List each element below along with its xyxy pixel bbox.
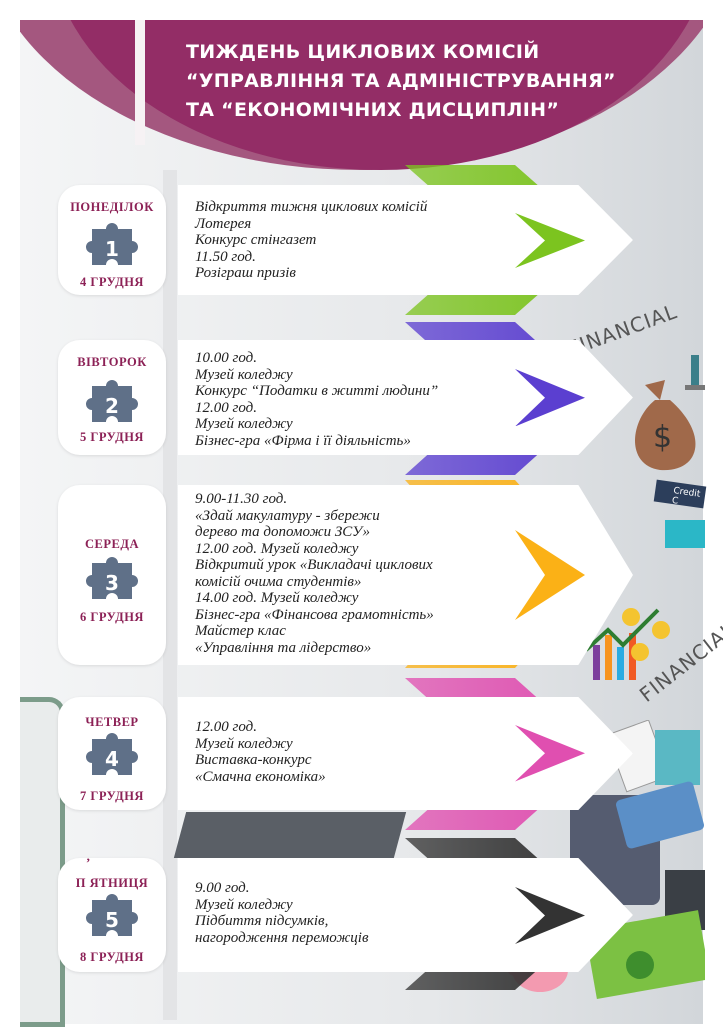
events-text: 9.00-11.30 год. «Здай макулатуру - збере… bbox=[195, 491, 434, 656]
events-text: 10.00 год. Музей коледжу Конкурс “Податк… bbox=[195, 350, 439, 449]
chevron-tip bbox=[515, 530, 585, 620]
puzzle-icon: 5 bbox=[86, 894, 138, 936]
money-bag-icon: $ bbox=[635, 380, 696, 471]
day-name: ПОНЕДІЛОК bbox=[70, 200, 154, 214]
puzzle-icon: 4 bbox=[86, 733, 138, 775]
divider bbox=[163, 170, 177, 1020]
apostrophe: ’ bbox=[86, 855, 91, 870]
page-title: ТИЖДЕНЬ ЦИКЛОВИХ КОМІСІЙ “УПРАВЛІННЯ ТА … bbox=[186, 41, 616, 121]
day-date: 5 ГРУДНЯ bbox=[80, 430, 144, 444]
day-name: СЕРЕДА bbox=[85, 537, 139, 551]
wallet-icon bbox=[665, 520, 705, 548]
svg-text:5: 5 bbox=[105, 908, 119, 932]
events-text: 12.00 год. Музей коледжу Виставка-конкур… bbox=[195, 719, 326, 785]
puzzle-icon: 2 bbox=[86, 380, 138, 422]
phone-illustration bbox=[20, 697, 65, 1027]
day-card: ЧЕТВЕР 4 7 ГРУДНЯ bbox=[58, 697, 166, 810]
day-date: 8 ГРУДНЯ bbox=[80, 950, 144, 964]
day-card: ВІВТОРОК 2 5 ГРУДНЯ bbox=[58, 340, 166, 455]
header-banner bbox=[20, 20, 703, 190]
finance-illustration bbox=[570, 720, 705, 1000]
day-date: 4 ГРУДНЯ bbox=[80, 275, 144, 289]
svg-text:3: 3 bbox=[105, 571, 119, 595]
svg-text:2: 2 bbox=[105, 394, 119, 418]
day-name: П ЯТНИЦЯ bbox=[75, 876, 149, 890]
events-text: Відкриття тижня циклових комісій Лотерея… bbox=[195, 199, 428, 281]
bank-icon bbox=[685, 355, 705, 390]
chevron-tip bbox=[515, 212, 585, 268]
svg-text:$: $ bbox=[653, 420, 672, 455]
day-name: ВІВТОРОК bbox=[77, 355, 147, 369]
puzzle-icon: 1 bbox=[86, 223, 138, 265]
chevron-tip bbox=[515, 368, 585, 427]
growth-chart-icon bbox=[584, 608, 670, 680]
calculator-illustration bbox=[173, 812, 407, 858]
svg-text:1: 1 bbox=[105, 237, 119, 261]
chevron-tip bbox=[515, 725, 585, 782]
puzzle-icon: 3 bbox=[86, 557, 138, 599]
day-card: ПОНЕДІЛОК 1 4 ГРУДНЯ bbox=[58, 185, 166, 295]
divider bbox=[135, 20, 145, 145]
day-name: ЧЕТВЕР bbox=[85, 715, 139, 729]
chevron-tip bbox=[515, 886, 585, 944]
day-date: 7 ГРУДНЯ bbox=[80, 789, 144, 803]
day-card: СЕРЕДА 3 6 ГРУДНЯ bbox=[58, 485, 166, 665]
day-date: 6 ГРУДНЯ bbox=[80, 610, 144, 624]
day-card: П ЯТНИЦЯ 5 8 ГРУДНЯ bbox=[58, 858, 166, 972]
events-text: 9.00 год. Музей коледжу Підбиття підсумк… bbox=[195, 880, 369, 946]
svg-text:4: 4 bbox=[105, 747, 119, 771]
